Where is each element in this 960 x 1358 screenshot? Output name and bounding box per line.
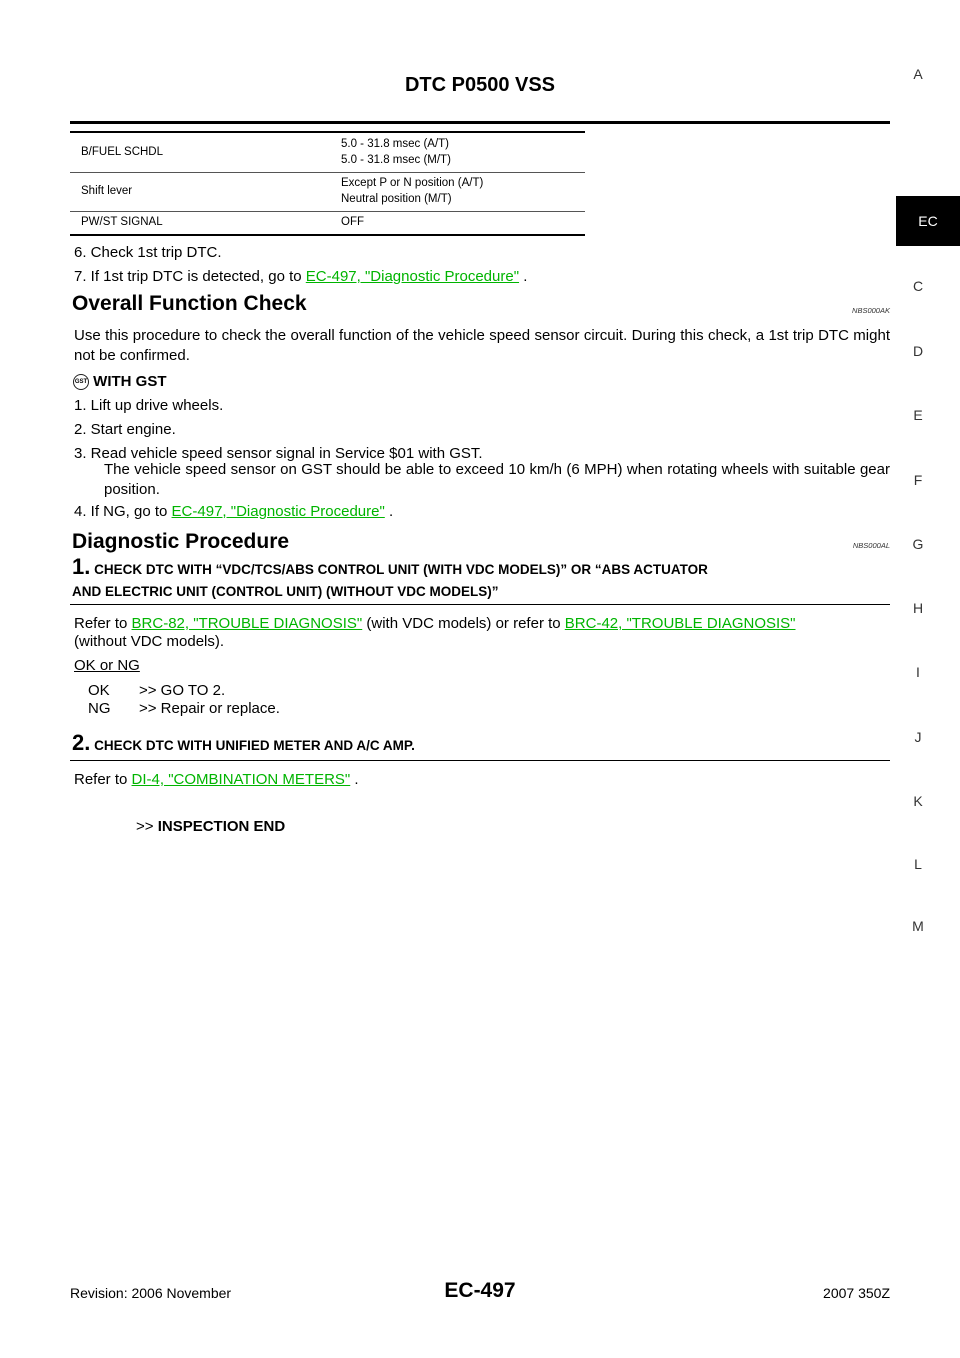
value-line: 5.0 - 31.8 msec (A/T) [341, 138, 450, 150]
diagnostic-procedure-link[interactable]: EC-497, "Diagnostic Procedure" [171, 503, 385, 520]
gst-step-4-text: 4. If NG, go to [74, 503, 172, 520]
gst-step-4: 4. If NG, go to EC-497, "Diagnostic Proc… [74, 502, 393, 522]
end-arrow: >> [136, 818, 158, 835]
ok-or-ng-label: OK or NG [74, 657, 140, 674]
footer-model: 2007 350Z [823, 1285, 890, 1301]
index-tab-c[interactable]: C [912, 278, 924, 294]
reference-code: NBS000AK [852, 306, 890, 315]
spec-table: B/FUEL SCHDL 5.0 - 31.8 msec (A/T) 5.0 -… [70, 131, 585, 236]
step-1-heading: 1. CHECK DTC WITH “VDC/TCS/ABS CONTROL U… [72, 555, 892, 581]
table-cell-key: B/FUEL SCHDL [70, 131, 337, 173]
step-7: 7. If 1st trip DTC is detected, go to EC… [74, 267, 527, 287]
step-1-refer-line2: (without VDC models). [74, 633, 225, 650]
gst-step-1: 1. Lift up drive wheels. [74, 397, 224, 414]
title-divider [70, 121, 890, 124]
index-tab-j[interactable]: J [914, 729, 922, 745]
brc-82-link[interactable]: BRC-82, "TROUBLE DIAGNOSIS" [131, 615, 363, 632]
index-tab-k[interactable]: K [913, 793, 923, 809]
refer-text: (with VDC models) or refer to [362, 615, 565, 632]
index-tab-a[interactable]: A [913, 66, 923, 82]
result-ng-value: >> Repair or replace. [139, 700, 280, 717]
value-line: 5.0 - 31.8 msec (M/T) [341, 154, 451, 166]
result-ng-key: NG [88, 700, 111, 717]
table-row: PW/ST SIGNAL OFF [70, 211, 585, 236]
with-gst-label: GST WITH GST [73, 372, 167, 392]
table-row: Shift lever Except P or N position (A/T)… [70, 172, 585, 212]
footer-page-number: EC-497 [444, 1279, 516, 1302]
page-title: DTC P0500 VSS [404, 74, 556, 96]
gst-step-3: 3. Read vehicle speed sensor signal in S… [74, 445, 483, 462]
step-2-heading: 2. CHECK DTC WITH UNIFIED METER AND A/C … [72, 731, 892, 757]
index-tab-m[interactable]: M [912, 918, 924, 934]
step-2-refer: Refer to DI-4, "COMBINATION METERS" . [74, 770, 359, 790]
index-tab-g[interactable]: G [912, 536, 924, 552]
table-cell-key: PW/ST SIGNAL [70, 211, 337, 236]
step-6: 6. Check 1st trip DTC. [74, 244, 222, 261]
step-1-title: CHECK DTC WITH “VDC/TCS/ABS CONTROL UNIT… [94, 562, 708, 577]
gst-icon: GST [73, 374, 89, 391]
inspection-end: >> INSPECTION END [136, 817, 285, 837]
value-line: Except P or N position (A/T) [341, 177, 484, 189]
section-heading-diagnostic: Diagnostic Procedure [72, 530, 290, 553]
gst-step-3-detail: The vehicle speed sensor on GST should b… [104, 461, 890, 498]
index-tab-l[interactable]: L [914, 856, 922, 872]
footer-revision: Revision: 2006 November [70, 1285, 232, 1301]
step-number: 2. [72, 730, 91, 755]
index-tab-ec[interactable]: EC [896, 196, 960, 246]
table-row: B/FUEL SCHDL 5.0 - 31.8 msec (A/T) 5.0 -… [70, 131, 585, 173]
step-7-suffix: . [519, 268, 528, 285]
index-tab-f[interactable]: F [913, 472, 923, 488]
step-1-refer: Refer to BRC-82, "TROUBLE DIAGNOSIS" (wi… [74, 614, 894, 634]
gst-step-4-suffix: . [384, 503, 394, 520]
overall-intro: Use this procedure to check the overall … [74, 327, 890, 364]
index-tab-e[interactable]: E [913, 407, 923, 423]
table-cell-key: Shift lever [70, 172, 337, 212]
refer-text: Refer to [74, 615, 132, 632]
step-1-title-line2: AND ELECTRIC UNIT (CONTROL UNIT) (WITHOU… [72, 584, 499, 599]
brc-42-link[interactable]: BRC-42, "TROUBLE DIAGNOSIS" [564, 615, 796, 632]
reference-code: NBS000AL [852, 541, 890, 550]
step-2-title: CHECK DTC WITH UNIFIED METER AND A/C AMP… [94, 738, 415, 753]
refer-text: Refer to [74, 771, 132, 788]
value-line: Neutral position (M/T) [341, 193, 452, 205]
step-7-text: 7. If 1st trip DTC is detected, go to [74, 268, 306, 285]
combination-meters-link[interactable]: DI-4, "COMBINATION METERS" [131, 771, 351, 788]
step-divider [70, 760, 890, 761]
step-divider [70, 604, 890, 605]
index-tab-h[interactable]: H [912, 600, 924, 616]
step-number: 1. [72, 554, 91, 579]
diagnostic-procedure-link[interactable]: EC-497, "Diagnostic Procedure" [305, 268, 520, 285]
refer-suffix: . [350, 771, 359, 788]
section-heading-overall: Overall Function Check [72, 292, 307, 315]
result-ok-value: >> GO TO 2. [139, 682, 226, 699]
table-cell-value: Except P or N position (A/T) Neutral pos… [337, 172, 585, 212]
end-text: INSPECTION END [157, 818, 286, 835]
table-cell-value: OFF [337, 211, 585, 236]
gst-step-2: 2. Start engine. [74, 421, 176, 438]
value-line: OFF [341, 216, 364, 228]
index-tab-i[interactable]: I [916, 664, 920, 680]
index-tab-d[interactable]: D [912, 343, 924, 359]
result-ok-key: OK [88, 682, 110, 699]
table-cell-value: 5.0 - 31.8 msec (A/T) 5.0 - 31.8 msec (M… [337, 131, 585, 173]
with-gst-text: WITH GST [93, 373, 167, 390]
